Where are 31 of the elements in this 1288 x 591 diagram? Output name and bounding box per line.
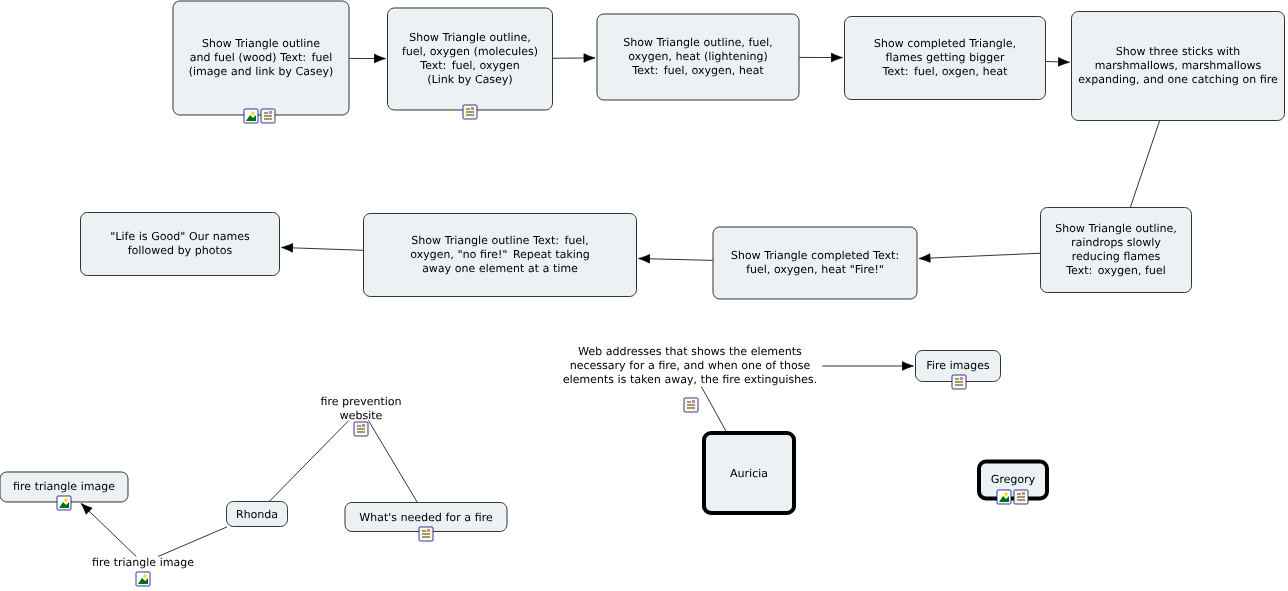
- concept-box: "Life is Good" Our names followed by photos: [80, 212, 280, 276]
- concept-box: Show Triangle outline Text: fuel, oxygen, "no fire!" Repeat taking away one element at a time: [363, 213, 637, 297]
- connector: [281, 243, 364, 253]
- concept-box: Rhonda: [226, 501, 288, 527]
- concept-text: fire triangle image: [92, 557, 194, 569]
- concept-box: Auricia: [702, 431, 796, 515]
- connector: [269, 420, 350, 502]
- connector: [349, 53, 386, 64]
- connector: [552, 53, 596, 63]
- concept-box: Show Triangle outline, fuel, oxygen (molecules) Text: fuel, oxygen (Link by Casey): [387, 7, 553, 111]
- concept-text: Web addresses that shows the elements necessary for a fire, and when one of those elements is taken away, the fire extinguishes.: [563, 346, 816, 386]
- connector: [799, 52, 843, 63]
- connector: [1045, 57, 1070, 67]
- concept-box: Show Triangle outline, fuel, oxygen, heat (lightening) Text: fuel, oxygen, heat: [596, 13, 800, 101]
- connector: [821, 361, 914, 371]
- concept-box: Show Triangle outline and fuel (wood) Text: fuel (image and link by Casey): [172, 0, 350, 116]
- connector: [638, 254, 713, 264]
- concept-box: Show three sticks with marshmallows, marshmallows expanding, and one catching on fire: [1071, 11, 1285, 121]
- connector: [157, 526, 228, 557]
- concept-box: Show Triangle outline, raindrops slowly reducing flames Text: oxygen, fuel: [1040, 207, 1192, 293]
- concept-box: Fire images: [915, 350, 1001, 382]
- concept-box: What's needed for a fire: [344, 502, 508, 532]
- concept-box: Show Triangle completed Text: fuel, oxygen, heat "Fire!": [712, 226, 918, 300]
- connector: [700, 386, 727, 432]
- connector: [80, 503, 137, 557]
- concept-text: fire prevention website: [320, 396, 401, 420]
- connector: [1130, 120, 1160, 208]
- concept-box: Show completed Triangle, flames getting bigger Text: fuel, oxgen, heat: [844, 16, 1046, 100]
- connector: [918, 252, 1041, 263]
- connector: [368, 420, 418, 503]
- concept-box: fire triangle image: [0, 471, 129, 503]
